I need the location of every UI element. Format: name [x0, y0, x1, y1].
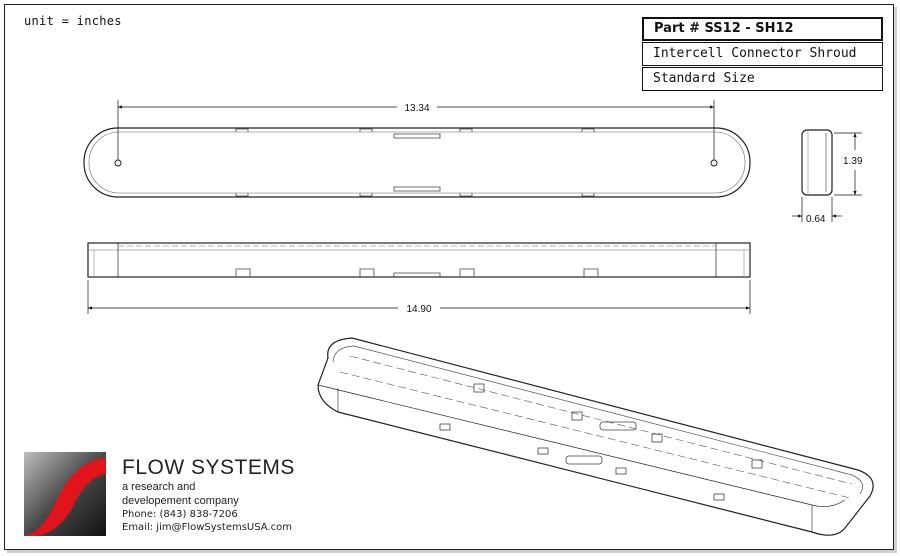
- company-name: FLOW SYSTEMS: [122, 456, 295, 479]
- dim-top-length-text: 13.34: [404, 103, 429, 114]
- company-tagline-line2: developement company: [122, 495, 239, 507]
- dim-end-width: [792, 197, 842, 222]
- dim-end-height: [834, 132, 862, 196]
- company-phone: Phone: (843) 838-7206: [122, 509, 238, 520]
- flow-systems-logo: [24, 452, 106, 536]
- description-box: Intercell Connector Shroud: [642, 42, 883, 66]
- dim-side-length-text: 14.90: [406, 304, 431, 315]
- side-view: [87, 242, 751, 278]
- top-view: [83, 127, 751, 198]
- unit-note: unit = inches: [24, 14, 122, 28]
- company-tagline-line1: a research and: [122, 481, 196, 493]
- dim-top-length: [117, 100, 715, 160]
- part-number-box: Part # SS12 - SH12: [642, 17, 883, 41]
- dim-side-length: [87, 280, 751, 314]
- dim-end-width-text: 0.64: [806, 214, 826, 225]
- end-view: [801, 129, 833, 196]
- isometric-view: [317, 337, 874, 536]
- size-box: Standard Size: [642, 67, 883, 91]
- company-email-link[interactable]: Email: jim@FlowSystemsUSA.com: [122, 522, 292, 533]
- dim-end-height-text: 1.39: [843, 156, 863, 167]
